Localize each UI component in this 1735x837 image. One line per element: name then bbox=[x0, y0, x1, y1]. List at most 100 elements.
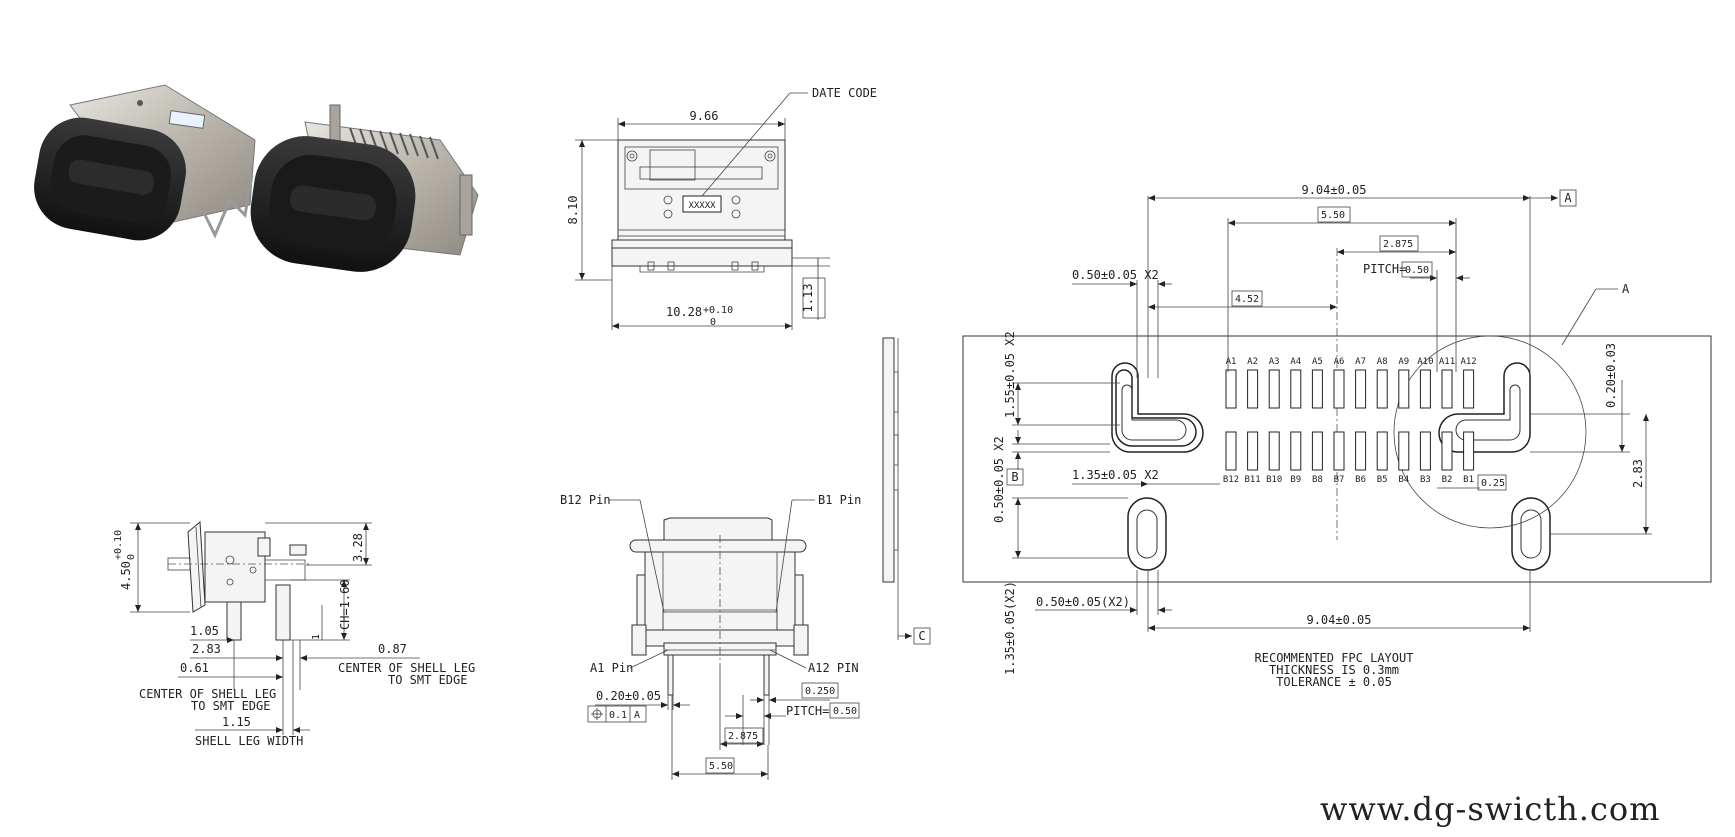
fpc-profile: C bbox=[882, 337, 931, 645]
dim-2875: 2.875 bbox=[728, 731, 758, 742]
note-center-left-1: CENTER OF SHELL LEG bbox=[139, 687, 276, 701]
pin-label-a6: A6 bbox=[1334, 357, 1345, 367]
side-d283: 2.83 bbox=[192, 642, 221, 656]
pad-b1 bbox=[1463, 431, 1475, 471]
fpc-pitch: 0.50 bbox=[1405, 265, 1429, 276]
gdt-ref: A bbox=[634, 710, 640, 721]
pin-label-b4: B4 bbox=[1398, 475, 1409, 485]
side-tol-plus: +0.10 bbox=[113, 530, 124, 560]
pin-label-a10: A10 bbox=[1417, 357, 1433, 367]
fpc-d135: 1.35±0.05 X2 bbox=[1072, 468, 1159, 482]
bottom-view: B12 Pin B1 Pin A1 Pin A12 PIN 0.20±0.05 … bbox=[560, 493, 861, 780]
pin-label-b11: B11 bbox=[1244, 475, 1260, 485]
pad-b12 bbox=[1225, 431, 1237, 471]
pin-label-a1: A1 bbox=[1226, 357, 1237, 367]
pin-label-b10: B10 bbox=[1266, 475, 1282, 485]
pad-a5 bbox=[1311, 369, 1323, 409]
pad-a11 bbox=[1441, 369, 1453, 409]
fpc-note-3: TOLERANCE ± 0.05 bbox=[1276, 675, 1392, 689]
side-d105: 1.05 bbox=[190, 624, 219, 638]
side-height-328: 3.28 bbox=[351, 533, 365, 562]
fpc-slot-width: 0.50±0.05 X2 bbox=[1072, 268, 1159, 282]
label-a1-pin: A1 Pin bbox=[590, 661, 633, 675]
pin-label-b6: B6 bbox=[1355, 475, 1366, 485]
side-chamfer: CH=1.60 bbox=[338, 579, 352, 630]
fpc-note-1: RECOMMENTED FPC LAYOUT bbox=[1255, 651, 1414, 665]
pad-a9 bbox=[1398, 369, 1410, 409]
side-d115: 1.15 bbox=[222, 715, 251, 729]
fpc-d2875: 2.875 bbox=[1383, 239, 1413, 250]
pad-b9 bbox=[1290, 431, 1302, 471]
pad-b8 bbox=[1311, 431, 1323, 471]
pin-label-b7: B7 bbox=[1334, 475, 1345, 485]
pin-label-a5: A5 bbox=[1312, 357, 1323, 367]
fpc-d025: 0.25 bbox=[1481, 478, 1505, 489]
pads-row-b bbox=[1225, 431, 1475, 471]
date-code-box: XXXXX bbox=[688, 201, 716, 211]
pad-a2 bbox=[1247, 369, 1259, 409]
label-b12-pin: B12 Pin bbox=[560, 493, 611, 507]
pad-b11 bbox=[1247, 431, 1259, 471]
pad-a8 bbox=[1376, 369, 1388, 409]
fpc-note-2: THICKNESS IS 0.3mm bbox=[1269, 663, 1399, 677]
dim-height: 8.10 bbox=[566, 196, 580, 225]
fpc-slot-top-left bbox=[1115, 369, 1197, 447]
watermark: www.dg-swicth.com bbox=[1320, 790, 1661, 828]
gdt-tolerance: 0.1 bbox=[609, 710, 627, 721]
fpc-pitch-label: PITCH= bbox=[1363, 262, 1406, 276]
pin-label-b12: B12 bbox=[1223, 475, 1239, 485]
pad-a3 bbox=[1268, 369, 1280, 409]
dim-550: 5.50 bbox=[709, 761, 733, 772]
fpc-d135-bottom: 1.35±0.05(X2) bbox=[1003, 581, 1017, 675]
dim-width: 9.66 bbox=[690, 109, 719, 123]
pin-label-a12: A12 bbox=[1460, 357, 1476, 367]
pin-width: 0.20±0.05 bbox=[596, 689, 661, 703]
pad-a1 bbox=[1225, 369, 1237, 409]
pin-label-a9: A9 bbox=[1398, 357, 1409, 367]
pin-label-a8: A8 bbox=[1377, 357, 1388, 367]
pin-label-b5: B5 bbox=[1377, 475, 1388, 485]
fpc-d050-bottom: 0.50±0.05(X2) bbox=[1036, 595, 1130, 609]
pin-label-b3: B3 bbox=[1420, 475, 1431, 485]
pad-b6 bbox=[1355, 431, 1367, 471]
pad-b2 bbox=[1441, 431, 1453, 471]
fpc-width-bottom: 9.04±0.05 bbox=[1306, 613, 1371, 627]
fpc-slot-bottom-left bbox=[1127, 497, 1167, 571]
pin-label-a2: A2 bbox=[1247, 357, 1258, 367]
pin-label-b8: B8 bbox=[1312, 475, 1323, 485]
fpc-d283: 2.83 bbox=[1631, 459, 1645, 488]
dim-bottom-tol-plus: +0.10 bbox=[703, 305, 733, 316]
gdt-frame: 0.1 A bbox=[587, 705, 647, 723]
pad-a10 bbox=[1419, 369, 1431, 409]
fpc-d020: 0.20±0.03 bbox=[1604, 343, 1618, 408]
side-d087: 0.87 bbox=[378, 642, 407, 656]
pin-label-a3: A3 bbox=[1269, 357, 1280, 367]
pads-row-a bbox=[1225, 369, 1475, 409]
fpc-slot-length: 1.55±0.05 X2 bbox=[1003, 331, 1017, 418]
datum-a: A bbox=[1564, 191, 1572, 205]
datum-b: B bbox=[1011, 470, 1018, 484]
pin-label-a4: A4 bbox=[1290, 357, 1301, 367]
side-d061: 0.61 bbox=[180, 661, 209, 675]
pin-label-a7: A7 bbox=[1355, 357, 1366, 367]
bottom-pitch: 0.50 bbox=[833, 706, 857, 717]
pin-label-b9: B9 bbox=[1290, 475, 1301, 485]
connector-illustration-right bbox=[250, 104, 479, 272]
fpc-width-top: 9.04±0.05 bbox=[1301, 183, 1366, 197]
label-b1-pin: B1 Pin bbox=[818, 493, 861, 507]
front-view: XXXXX 9.66 8.10 10.28 +0.10 0 1.13 bbox=[566, 86, 877, 330]
pad-a7 bbox=[1355, 369, 1367, 409]
side-height: 4.50 bbox=[119, 561, 133, 590]
fpc-d050-left: 0.50±0.05 X2 bbox=[992, 436, 1006, 523]
dim-bottom-tol-zero: 0 bbox=[710, 317, 716, 328]
note-width: SHELL LEG WIDTH bbox=[195, 734, 303, 748]
connector-illustration-left bbox=[34, 84, 256, 241]
side-dim-1: 1 bbox=[311, 634, 322, 640]
fpc-slot-bottom-right bbox=[1511, 497, 1551, 571]
pin-label-b1: B1 bbox=[1463, 475, 1474, 485]
pad-b7 bbox=[1333, 431, 1345, 471]
datum-c: C bbox=[918, 629, 925, 643]
